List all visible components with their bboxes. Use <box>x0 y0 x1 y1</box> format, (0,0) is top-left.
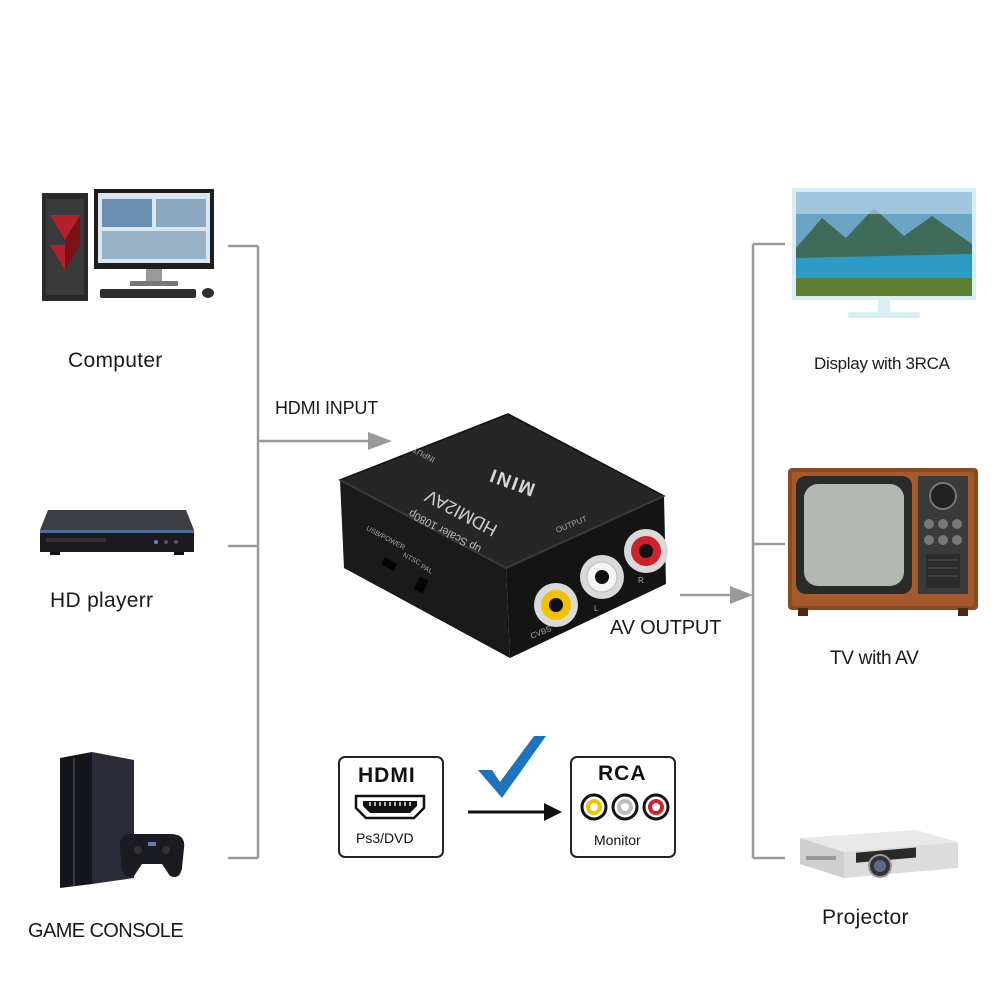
source-label-hd-player: HD playerr <box>50 589 154 612</box>
legend-arrow-check <box>468 736 562 821</box>
legend-rca-sub: Monitor <box>594 832 641 848</box>
jack-cvbs <box>534 583 578 627</box>
source-label-game-console: GAME CONSOLE <box>28 920 184 942</box>
ntsc-pal-switch <box>413 576 429 594</box>
legend-hdmi-sub: Ps3/DVD <box>356 830 414 846</box>
right-bracket <box>680 242 785 860</box>
legend-hdmi-box: HDMI Ps3/DVD <box>338 756 444 858</box>
legend-rca-title: RCA <box>598 762 647 785</box>
game-console-icon <box>60 752 185 888</box>
av-output-label: AV OUTPUT <box>610 617 722 639</box>
rca-jacks-icon <box>580 793 670 821</box>
left-bracket <box>228 244 372 860</box>
legend-hdmi-title: HDMI <box>358 764 416 787</box>
output-label-projector: Projector <box>822 906 909 929</box>
jack-r-label: R <box>638 576 644 585</box>
hd-player-icon <box>40 510 194 555</box>
source-label-computer: Computer <box>68 349 163 372</box>
legend-rca-box: RCA Monitor <box>570 756 676 858</box>
hdmi-connector-icon <box>354 794 426 820</box>
output-label-display: Display with 3RCA <box>814 354 950 373</box>
input-arrow <box>368 432 392 450</box>
checkmark-icon <box>478 736 546 798</box>
jack-r <box>624 529 668 573</box>
jack-l <box>580 555 624 599</box>
display-icon <box>792 188 976 318</box>
tv-icon <box>788 468 978 616</box>
jack-l-label: L <box>594 604 599 613</box>
legend-arrow-head <box>544 803 562 821</box>
usb-port <box>380 557 398 571</box>
computer-icon <box>42 189 214 301</box>
device-rca-jacks <box>534 529 668 627</box>
hdmi-input-label: HDMI INPUT <box>275 398 378 418</box>
output-label-tv: TV with AV <box>830 648 919 669</box>
output-arrow <box>730 586 753 604</box>
projector-icon <box>800 830 958 878</box>
